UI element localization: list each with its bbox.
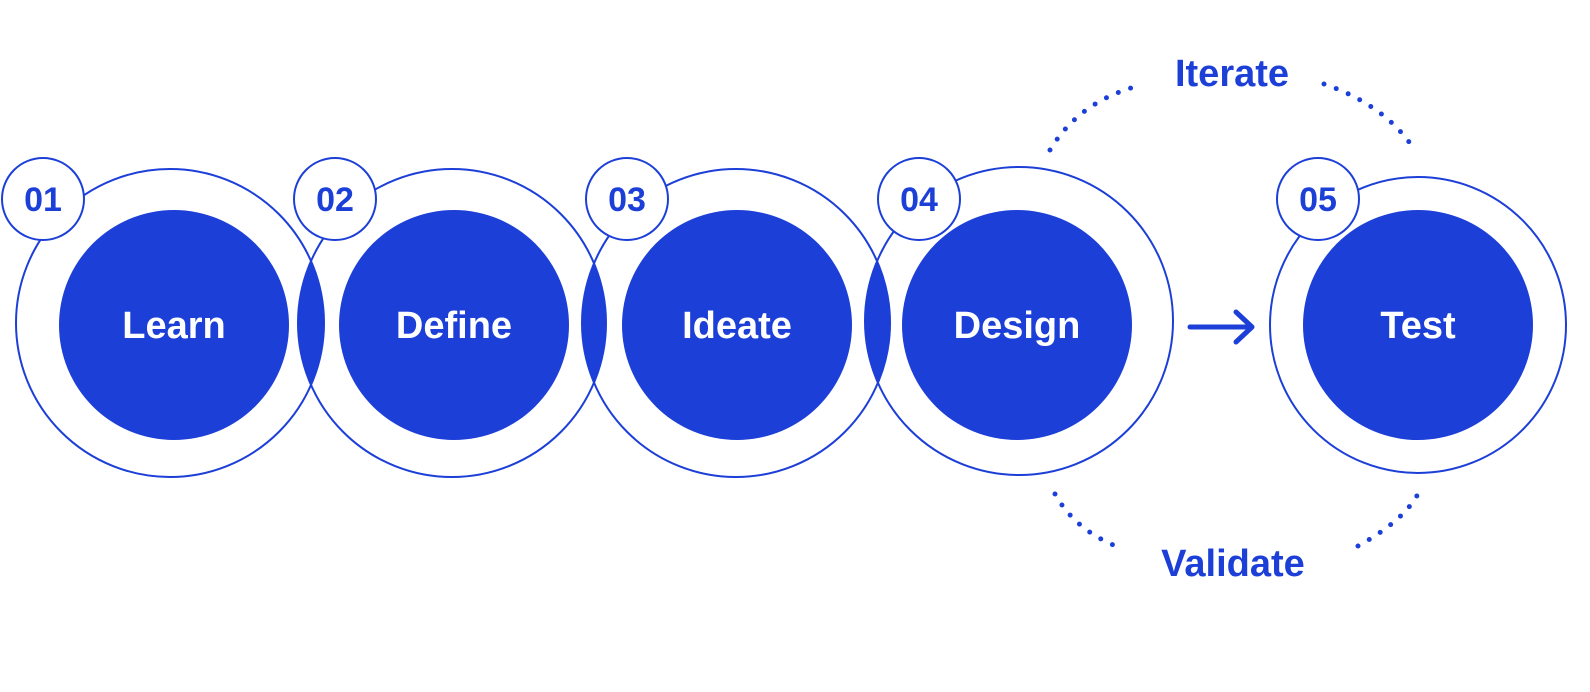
loop-arcs [1047, 81, 1422, 550]
step-4-outer-ring [864, 166, 1174, 476]
step-2-outer-ring [297, 168, 607, 478]
step-4-number-badge: 04 [877, 157, 961, 241]
arrow-right-icon [1187, 309, 1255, 345]
step-3-label: Ideate [682, 305, 792, 347]
iterate-label: Iterate [1175, 53, 1289, 95]
inner-circles [59, 210, 1533, 440]
step-1-label: Learn [122, 305, 225, 347]
step-4-number: 04 [900, 181, 938, 219]
step-1-number: 01 [24, 181, 62, 219]
iterate-arc-left [1047, 82, 1145, 153]
validate-label: Validate [1161, 543, 1305, 585]
step-2-number-badge: 02 [293, 157, 377, 241]
step-4-circle[interactable] [902, 210, 1132, 440]
step-5-circle[interactable] [1303, 210, 1533, 440]
iterate-arc-right [1321, 81, 1417, 152]
step-3-number: 03 [608, 181, 646, 219]
step-5-number-badge: 05 [1276, 157, 1360, 241]
step-5-number: 05 [1299, 181, 1337, 219]
step-4-label: Design [954, 305, 1081, 347]
outer-rings [15, 166, 1567, 478]
step-3-number-badge: 03 [585, 157, 669, 241]
step-3-circle[interactable] [622, 210, 852, 440]
step-2-circle[interactable] [339, 210, 569, 440]
step-3-outer-ring [581, 168, 891, 478]
validate-arc-left [1052, 491, 1121, 550]
step-1-circle[interactable] [59, 210, 289, 440]
number-badges: 01 02 03 04 05 [1, 157, 1360, 241]
step-2-number: 02 [316, 181, 354, 219]
validate-arc-right [1355, 489, 1422, 549]
step-1-outer-ring [15, 168, 325, 478]
step-2-label: Define [396, 305, 512, 347]
step-5-outer-ring [1269, 176, 1567, 474]
step-5-label: Test [1380, 305, 1456, 347]
step-1-number-badge: 01 [1, 157, 85, 241]
